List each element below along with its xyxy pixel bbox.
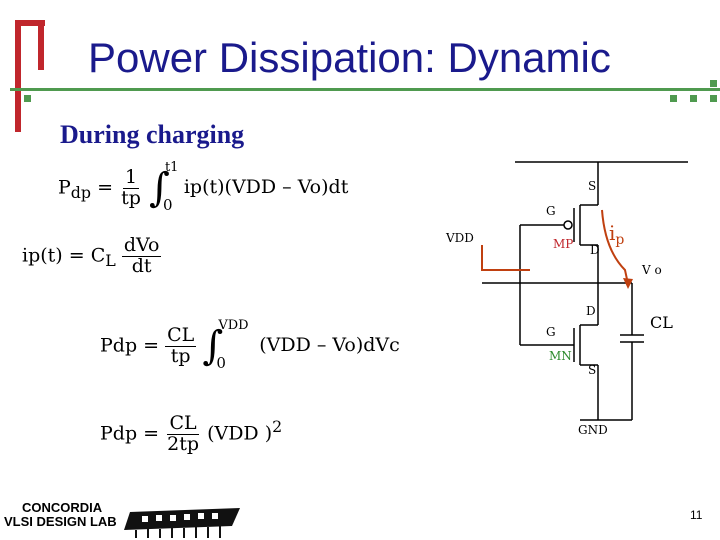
logo-line2: VLSI DESIGN LAB (4, 514, 117, 529)
eq1-int-upper: t1 (164, 160, 179, 176)
underline-marker (710, 80, 717, 87)
eq2-equals: = (68, 244, 85, 267)
eq4-power: 2 (272, 417, 283, 437)
title-underline (10, 88, 720, 91)
logo-line1: CONCORDIA (22, 500, 103, 515)
page-number: 11 (690, 508, 703, 522)
underline-marker (670, 95, 677, 102)
label-d-bottom: D (586, 304, 596, 318)
eq2-lhs: ip(t) (22, 244, 63, 267)
eq4-lhs: Pdp (100, 422, 138, 445)
label-g-bottom: G (546, 325, 556, 339)
eq4-den: 2tp (167, 432, 200, 455)
chip-logo-icon (124, 508, 240, 538)
underline-marker (690, 95, 697, 102)
label-d-top: D (590, 243, 600, 257)
eq2-den: dt (131, 254, 152, 277)
label-s-bottom: S (588, 363, 596, 377)
eq4-body: (VDD ) (207, 422, 273, 445)
eq2-num: dVo (121, 234, 162, 257)
title-accent-bar-horizontal (15, 20, 45, 26)
label-g-top: G (546, 204, 556, 218)
eq3-int-lower: 0 (216, 354, 226, 373)
label-vdd: VDD (445, 231, 474, 245)
underline-marker (710, 95, 717, 102)
label-cl: CL (650, 313, 673, 332)
label-mn: MN (549, 349, 572, 363)
underline-marker (24, 95, 31, 102)
eq1-equals: = (97, 176, 114, 199)
label-mp: MP (553, 237, 573, 251)
eq1-lhs: P (58, 176, 71, 199)
eq1-int-lower: 0 (162, 196, 173, 215)
eq3-body: (VDD – Vo)dVc (259, 334, 400, 357)
title-accent-bar-mid (38, 20, 44, 70)
label-ip: ip (609, 221, 624, 248)
slide-subtitle: During charging (60, 120, 245, 149)
vdd-step-waveform (481, 245, 530, 271)
eq2-c: C (90, 244, 106, 267)
eq1-den: tp (121, 186, 141, 209)
slide-title: Power Dissipation: Dynamic (88, 34, 611, 81)
eq1-body: ip(t)(VDD – Vo)dt (183, 176, 349, 199)
eq4-equals: = (143, 422, 160, 445)
eq3-equals: = (143, 334, 160, 357)
eq3-lhs: Pdp (100, 334, 138, 357)
label-gnd: GND (578, 423, 608, 437)
label-vo: V o (641, 263, 662, 277)
eq3-num: CL (165, 324, 197, 347)
eq4-num: CL (167, 412, 199, 435)
label-s-top: S (588, 179, 596, 193)
charging-current-arrow (601, 209, 629, 285)
eq1-lhs-sub: dp (70, 183, 92, 203)
eq3-int-upper: VDD (218, 318, 249, 334)
eq1-num: 1 (122, 166, 140, 189)
eq3-den: tp (170, 344, 191, 367)
eq2-c-sub: L (105, 251, 116, 271)
title-accent-bar-vertical (15, 20, 21, 132)
charging-current-arrowhead (623, 278, 633, 289)
